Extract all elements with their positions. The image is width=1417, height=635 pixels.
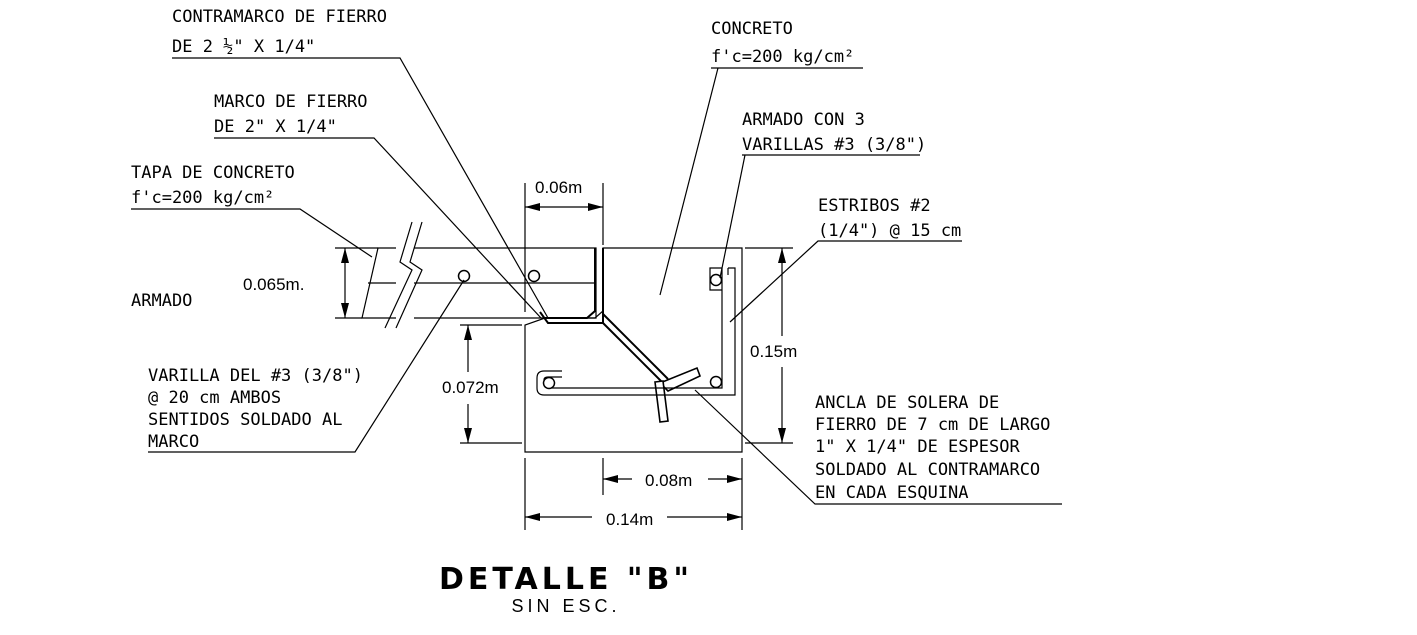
dim-left-height: 0.072m [442, 378, 499, 397]
dim-total-width: 0.14m [606, 510, 653, 529]
concrete-frame-body [524, 247, 743, 453]
detail-subtitle: SIN ESC. [511, 596, 620, 616]
rebar-dots [457, 269, 723, 390]
leader-lines [131, 57, 1062, 505]
stirrup [536, 267, 736, 396]
label-armado: ARMADO [131, 291, 192, 311]
dimension-labels: 0.06m 0.065m. 0.072m 0.15m 0.08m 0.14m [243, 178, 797, 529]
dim-slab-thickness: 0.065m. [243, 275, 304, 294]
label-varilla-line3: SENTIDOS SOLDADO AL [148, 410, 342, 430]
label-varilla-line1: VARILLA DEL #3 (3/8") [148, 366, 363, 386]
label-marco-line2: DE 2" X 1/4" [214, 117, 337, 137]
label-contramarco-line1: CONTRAMARCO DE FIERRO [172, 7, 387, 27]
dim-right-height: 0.15m [750, 342, 797, 361]
break-marks [384, 221, 423, 329]
anchor-plates [654, 366, 702, 423]
dimension-lines [335, 183, 793, 530]
label-tapa-line2: f'c=200 kg/cm² [131, 188, 274, 208]
label-tapa-line1: TAPA DE CONCRETO [131, 163, 295, 183]
label-concreto-line1: CONCRETO [711, 19, 793, 39]
label-ancla-line2: FIERRO DE 7 cm DE LARGO [815, 415, 1050, 435]
title-block: DETALLE "B" SIN ESC. [439, 562, 693, 616]
label-armado3-line1: ARMADO CON 3 [742, 110, 865, 130]
label-concreto-line2: f'c=200 kg/cm² [711, 47, 854, 67]
label-estribos-line1: ESTRIBOS #2 [818, 196, 931, 216]
label-estribos-line2: (1/4") @ 15 cm [818, 221, 961, 241]
detail-title: DETALLE "B" [439, 562, 693, 597]
steel-frame [539, 248, 669, 386]
annotation-labels: CONTRAMARCO DE FIERRO DE 2 ½" X 1/4" MAR… [131, 7, 1050, 503]
label-armado3-line2: VARILLAS #3 (3/8") [742, 135, 926, 155]
label-ancla-line5: EN CADA ESQUINA [815, 483, 969, 503]
label-varilla-line4: MARCO [148, 432, 199, 452]
dim-top-width: 0.06m [535, 178, 582, 197]
dim-inner-width: 0.08m [645, 471, 692, 490]
label-contramarco-line2: DE 2 ½" X 1/4" [172, 37, 315, 57]
label-varilla-line2: @ 20 cm AMBOS [148, 388, 281, 408]
label-ancla-line4: SOLDADO AL CONTRAMARCO [815, 460, 1040, 480]
label-ancla-line3: 1" X 1/4" DE ESPESOR [815, 437, 1020, 457]
label-marco-line1: MARCO DE FIERRO [214, 92, 368, 112]
label-ancla-line1: ANCLA DE SOLERA DE [815, 393, 999, 413]
